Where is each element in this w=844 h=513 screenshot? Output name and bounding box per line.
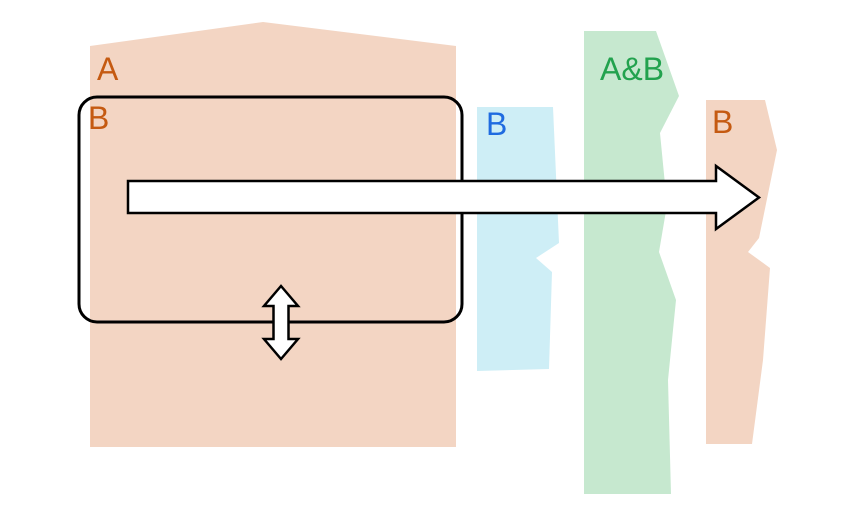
- label-strip-b-right: B: [712, 104, 734, 140]
- region-a-shape: [90, 22, 456, 447]
- label-region-b-box: B: [88, 100, 110, 136]
- label-strip-ab: A&B: [600, 51, 665, 87]
- strip-b-right-shape: [706, 100, 777, 444]
- label-region-a: A: [97, 51, 119, 87]
- flow-right-arrow-icon: [126, 163, 762, 232]
- resize-vertical-arrow-icon: [261, 284, 301, 361]
- label-strip-b-blue: B: [486, 106, 508, 142]
- strip-ab-shape: [584, 31, 679, 494]
- strip-b-blue-shape: [477, 107, 559, 371]
